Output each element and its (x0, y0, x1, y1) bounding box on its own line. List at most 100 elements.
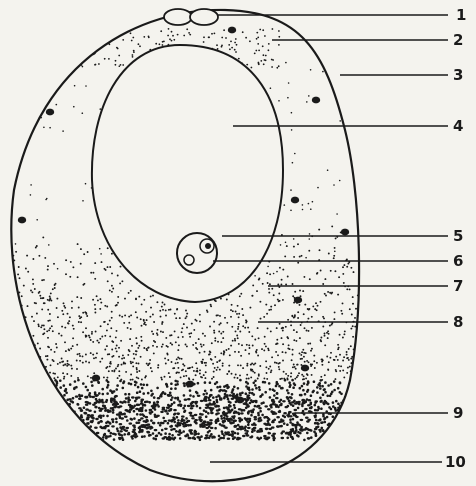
stipple-dot (122, 354, 124, 356)
stipple-dot (270, 306, 272, 308)
stipple-dot (144, 322, 146, 324)
stipple-dot (30, 391, 33, 394)
stipple-dot (199, 369, 201, 371)
stipple-dot (71, 307, 73, 309)
stipple-dot (301, 255, 303, 257)
yolk-granule (238, 417, 242, 419)
stipple-dot (58, 438, 61, 441)
stipple-dot (143, 299, 145, 301)
stipple-dot (124, 298, 126, 300)
stipple-dot (214, 356, 216, 358)
stipple-dot (276, 271, 278, 273)
stipple-dot (307, 308, 309, 310)
stipple-dot (210, 304, 212, 306)
stipple-dot (356, 384, 359, 387)
stipple-dot (326, 356, 328, 358)
stipple-dot (265, 345, 267, 347)
yolk-granule (140, 402, 144, 404)
stipple-dot (57, 316, 59, 318)
stipple-dot (297, 407, 300, 410)
stipple-dot (43, 325, 45, 327)
yolk-granule (160, 411, 164, 413)
stipple-dot (340, 310, 342, 312)
stipple-dot (246, 374, 248, 376)
stipple-dot (160, 331, 162, 333)
stipple-dot (72, 345, 74, 347)
stipple-dot (28, 425, 31, 428)
stipple-dot (63, 376, 65, 378)
stipple-dot (46, 376, 48, 378)
yolk-granule (125, 409, 129, 411)
stipple-dot (183, 394, 186, 397)
stipple-dot (151, 370, 153, 372)
stipple-dot (352, 397, 355, 400)
stipple-dot (238, 58, 240, 60)
stipple-dot (123, 30, 125, 32)
stipple-dot (171, 361, 173, 363)
stipple-dot (12, 324, 14, 326)
stipple-dot (13, 400, 16, 403)
stipple-dot (33, 370, 35, 372)
yolk-granule (308, 410, 312, 412)
stipple-dot (19, 277, 21, 279)
yolk-granule (134, 433, 138, 435)
stipple-dot (317, 406, 320, 409)
stipple-dot (333, 438, 336, 441)
stipple-dot (249, 402, 252, 405)
stipple-dot (236, 335, 238, 337)
stipple-dot (27, 389, 30, 392)
yolk-granule (169, 425, 173, 427)
stipple-dot (82, 331, 84, 333)
stipple-dot (139, 390, 142, 393)
stipple-dot (292, 283, 294, 285)
stipple-dot (339, 120, 341, 122)
stipple-dot (79, 355, 81, 357)
stipple-dot (47, 400, 50, 403)
stipple-dot (343, 264, 345, 266)
stipple-dot (133, 51, 135, 53)
stipple-dot (175, 372, 177, 374)
stipple-dot (49, 298, 51, 300)
stipple-dot (228, 371, 230, 373)
stipple-dot (77, 353, 79, 355)
stipple-dot (18, 315, 20, 317)
stipple-dot (303, 276, 305, 278)
yolk-granule (91, 396, 95, 398)
stipple-dot (146, 419, 149, 422)
stipple-dot (53, 399, 56, 402)
stipple-dot (189, 34, 191, 36)
stipple-dot (295, 340, 297, 342)
stipple-dot (97, 299, 99, 301)
stipple-dot (145, 324, 147, 326)
stipple-dot (254, 380, 257, 383)
stipple-dot (171, 40, 173, 42)
stipple-dot (76, 344, 78, 346)
stipple-dot (98, 63, 100, 65)
stipple-dot (286, 336, 288, 338)
yolk-granule (254, 418, 258, 420)
stipple-dot (64, 423, 67, 426)
stipple-dot (85, 85, 87, 87)
stipple-dot (10, 409, 13, 412)
stipple-dot (161, 429, 164, 432)
stipple-dot (258, 389, 261, 392)
stipple-dot (139, 413, 142, 416)
stipple-dot (151, 330, 153, 332)
stipple-dot (65, 273, 67, 275)
stipple-dot (192, 395, 195, 398)
stipple-dot (135, 354, 137, 356)
stipple-dot (300, 324, 302, 326)
stipple-dot (179, 403, 182, 406)
stipple-dot (147, 392, 150, 395)
stipple-dot (228, 348, 230, 350)
stipple-dot (294, 378, 296, 380)
stipple-dot (164, 304, 166, 306)
yolk-granule (168, 438, 172, 440)
yolk-granule (191, 415, 195, 417)
stipple-dot (65, 429, 68, 432)
stipple-dot (352, 405, 355, 408)
label-6: 6 (453, 252, 463, 270)
stipple-dot (23, 330, 25, 332)
stipple-dot (41, 386, 44, 389)
stipple-dot (196, 392, 199, 395)
